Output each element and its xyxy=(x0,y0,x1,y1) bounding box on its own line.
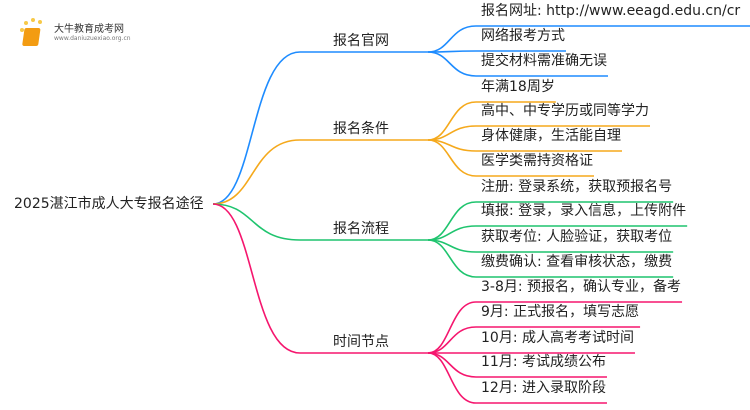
branch-topic: 时间节点 xyxy=(333,334,389,350)
root-topic: 2025湛江市成人大专报名途径 xyxy=(14,196,204,212)
leaf-topic: 11月: 考试成绩公布 xyxy=(481,354,606,370)
logo-icon xyxy=(20,18,42,46)
leaf-topic: 身体健康，生活能自理 xyxy=(481,128,621,144)
leaf-connector xyxy=(427,139,594,177)
branch-topic: 报名流程 xyxy=(333,221,389,237)
leaf-connector xyxy=(427,301,683,354)
branch-connector xyxy=(212,51,428,205)
leaf-connector xyxy=(427,201,674,241)
leaf-topic: 注册: 登录系统，获取预报名号 xyxy=(481,179,673,195)
leaf-connector xyxy=(427,101,556,141)
leaf-topic: 12月: 进入录取阶段 xyxy=(481,380,606,396)
logo-url: www.daniuzuexiao.org.cn xyxy=(54,35,131,42)
leaf-topic: 医学类需持资格证 xyxy=(481,153,593,169)
leaf-connector xyxy=(427,225,688,241)
branch-connector xyxy=(212,203,428,354)
branch-topic: 报名条件 xyxy=(333,121,389,137)
leaf-topic: 缴费确认: 查看审核状态，缴费 xyxy=(481,254,673,270)
leaf-topic: 填报: 登录，录入信息，上传附件 xyxy=(481,203,687,219)
branch-connector xyxy=(212,203,428,241)
leaf-connector xyxy=(427,125,650,141)
leaf-topic: 提交材料需准确无误 xyxy=(481,53,607,69)
leaf-connector xyxy=(427,239,674,278)
leaf-connector xyxy=(427,352,607,404)
leaf-topic: 网络报考方式 xyxy=(481,28,565,44)
leaf-connector xyxy=(427,326,641,354)
leaf-topic: 10月: 成人高考考试时间 xyxy=(481,330,634,346)
leaf-connector xyxy=(427,51,608,77)
leaf-connector xyxy=(427,352,607,378)
leaf-topic: 获取考位: 人脸验证，获取考位 xyxy=(481,229,673,245)
branch-connector xyxy=(212,139,428,205)
leaf-topic: 3-8月: 预报名，确认专业，备考 xyxy=(481,279,682,295)
logo-name: 大牛教育成考网 xyxy=(54,24,124,35)
leaf-connector xyxy=(427,25,750,53)
leaf-topic: 报名网址: http://www.eeagd.edu.cn/cr xyxy=(481,3,741,19)
branch-topic: 报名官网 xyxy=(333,33,389,49)
leaf-topic: 9月: 正式报名，填写志愿 xyxy=(481,304,640,320)
leaf-topic: 年满18周岁 xyxy=(481,79,555,95)
leaf-topic: 高中、中专学历或同等学力 xyxy=(481,103,649,119)
